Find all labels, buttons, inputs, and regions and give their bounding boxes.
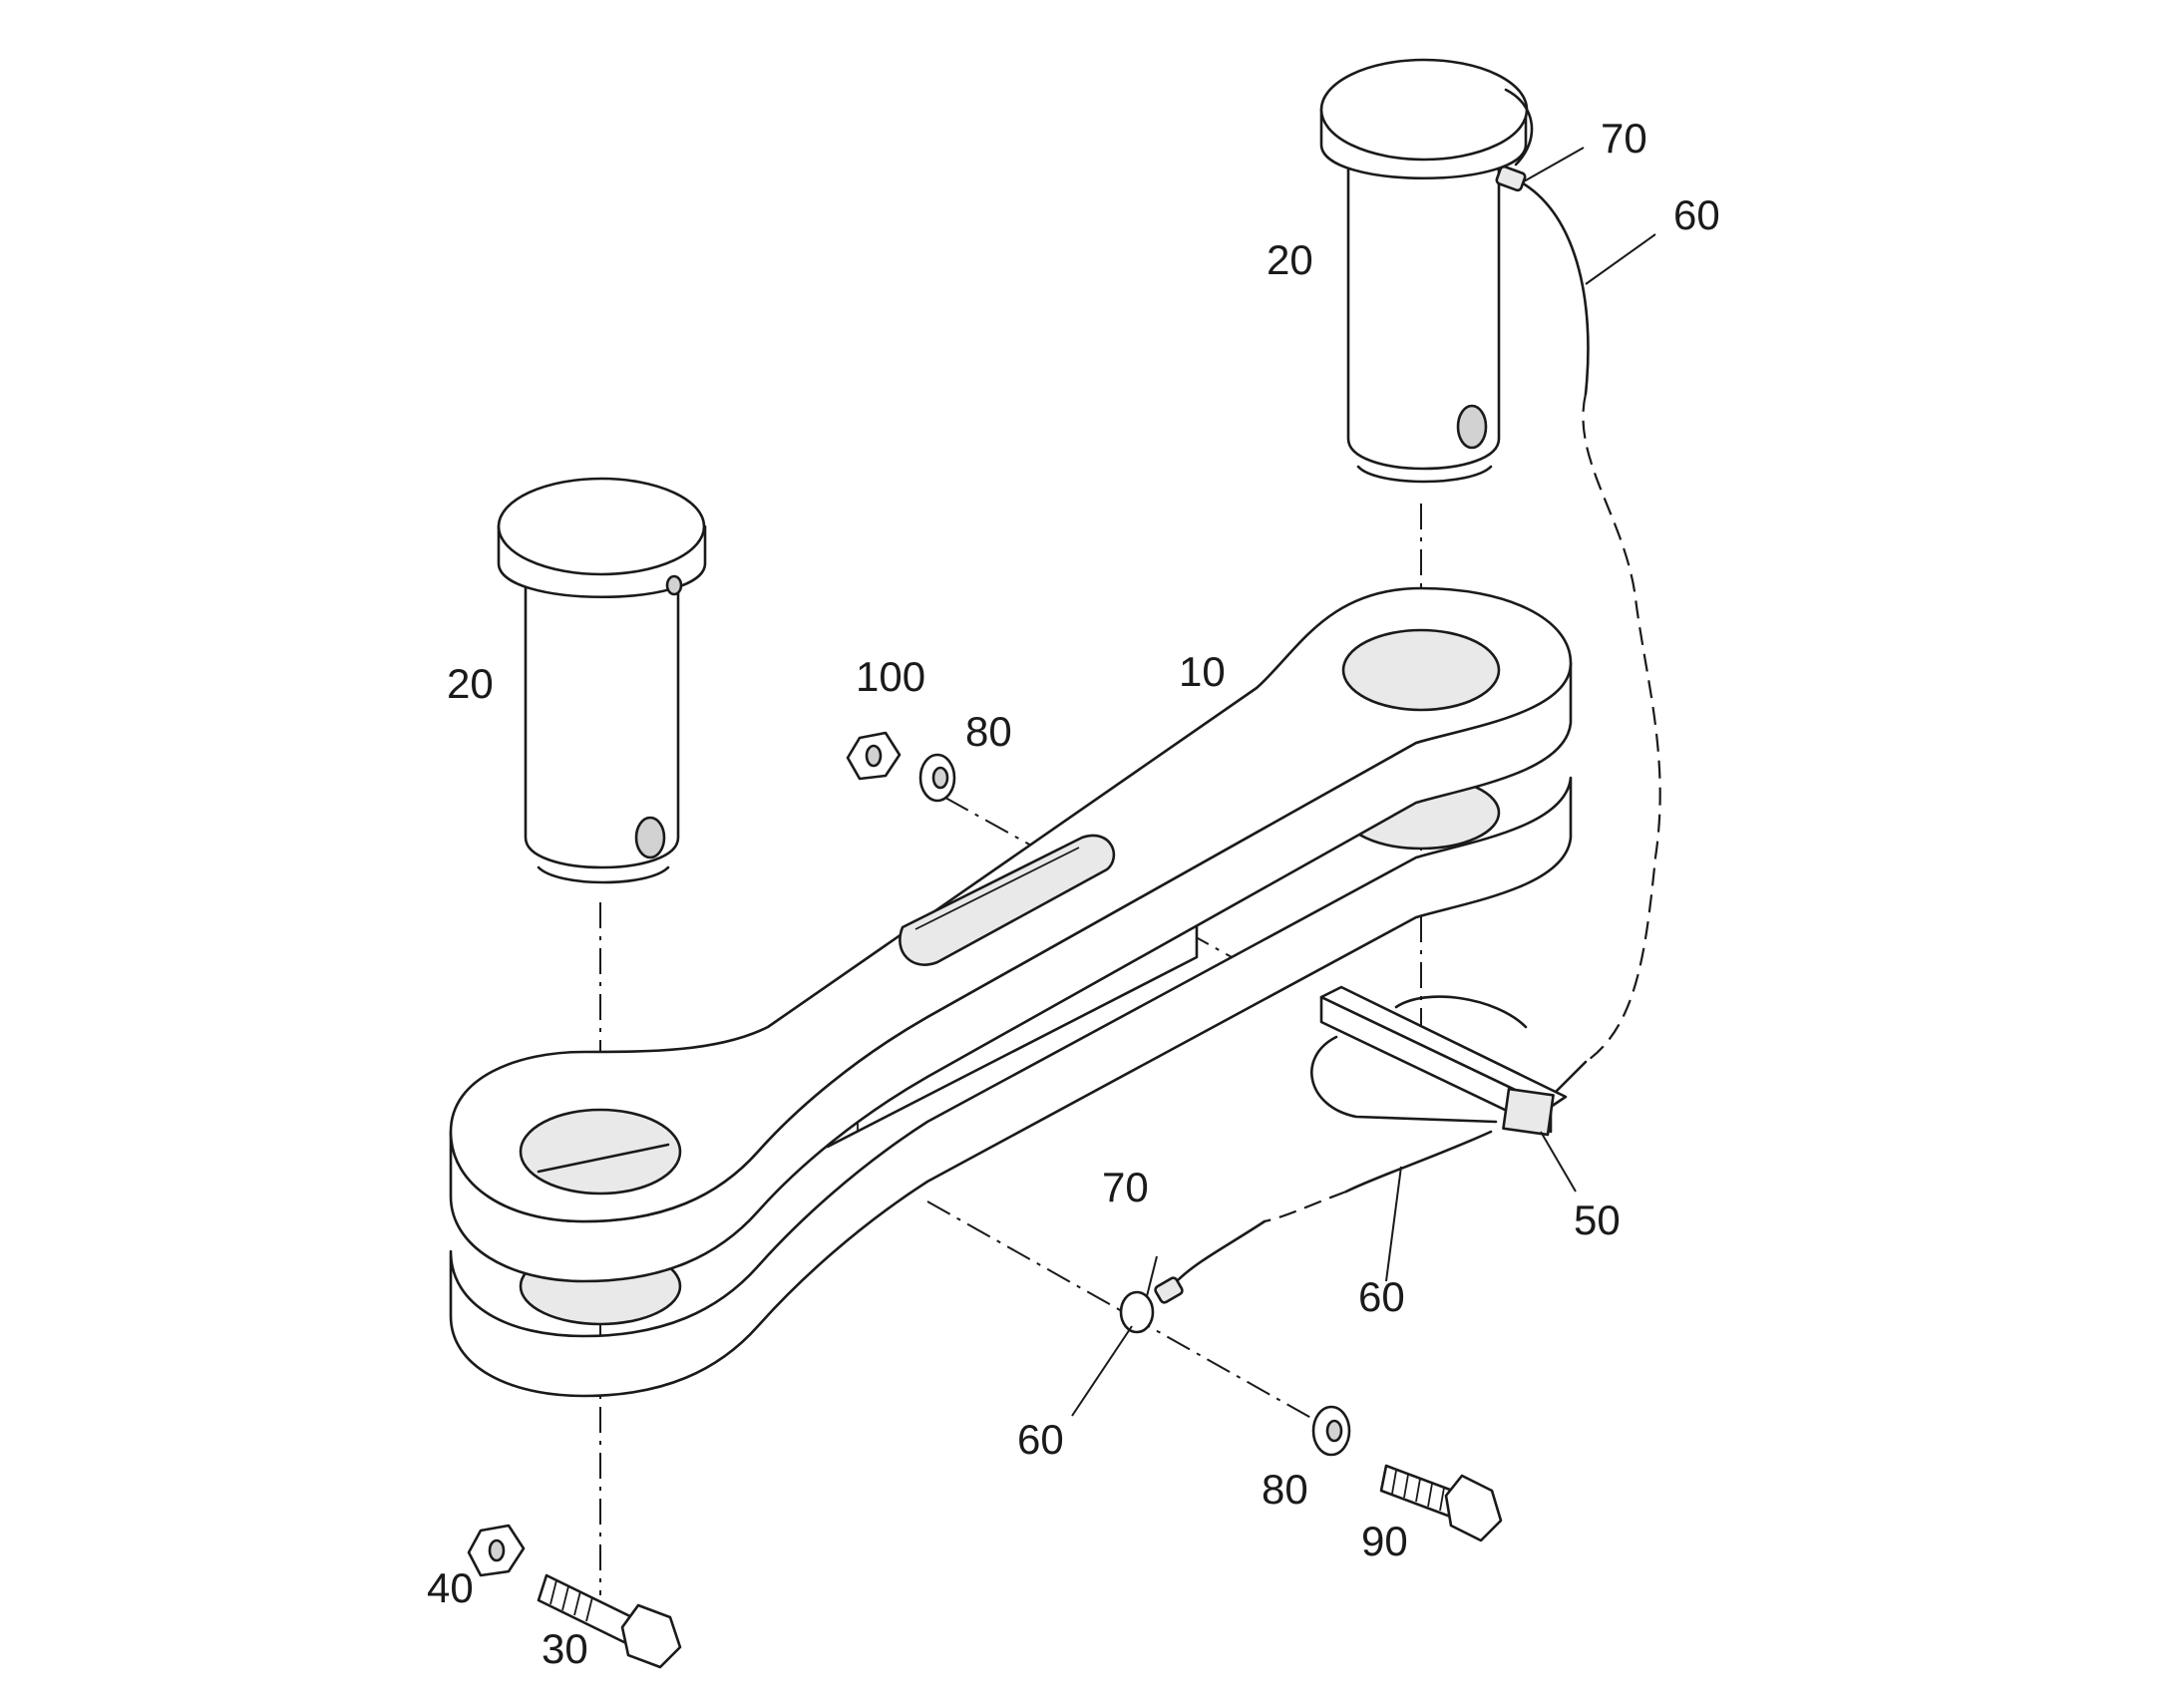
pin-right xyxy=(1319,58,1534,484)
pin-left xyxy=(497,477,707,884)
link-upper-plate xyxy=(449,586,1573,1283)
callout-10: 10 xyxy=(1179,648,1226,695)
leader-lines xyxy=(1071,147,1656,1417)
callout-50: 50 xyxy=(1574,1196,1621,1243)
nut-100 xyxy=(846,731,902,781)
callout-labels: 10 20 20 30 40 50 60 60 60 70 70 80 80 9… xyxy=(427,115,1720,1672)
callout-70-lower: 70 xyxy=(1102,1164,1149,1210)
callout-90: 90 xyxy=(1361,1518,1408,1564)
bolt-90 xyxy=(1379,1464,1503,1542)
nut-40 xyxy=(467,1524,526,1577)
callout-70-top: 70 xyxy=(1601,115,1647,162)
washer-80-lower xyxy=(1311,1405,1351,1457)
callout-20-left: 20 xyxy=(447,660,494,707)
callout-30: 30 xyxy=(542,1625,588,1672)
washer-80-upper xyxy=(918,753,956,803)
lanyard-cable xyxy=(1119,165,1661,1334)
snapper-pin xyxy=(1310,985,1568,1137)
callout-20-right: 20 xyxy=(1267,236,1313,283)
callout-40: 40 xyxy=(427,1564,474,1611)
callout-80-upper: 80 xyxy=(965,708,1012,755)
callout-60-lower: 60 xyxy=(1017,1416,1064,1463)
callout-100: 100 xyxy=(856,653,925,700)
callout-80-lower: 80 xyxy=(1262,1466,1308,1513)
callout-60-top: 60 xyxy=(1673,191,1720,238)
callout-60-middle: 60 xyxy=(1358,1273,1405,1320)
bolt-30 xyxy=(537,1573,682,1669)
